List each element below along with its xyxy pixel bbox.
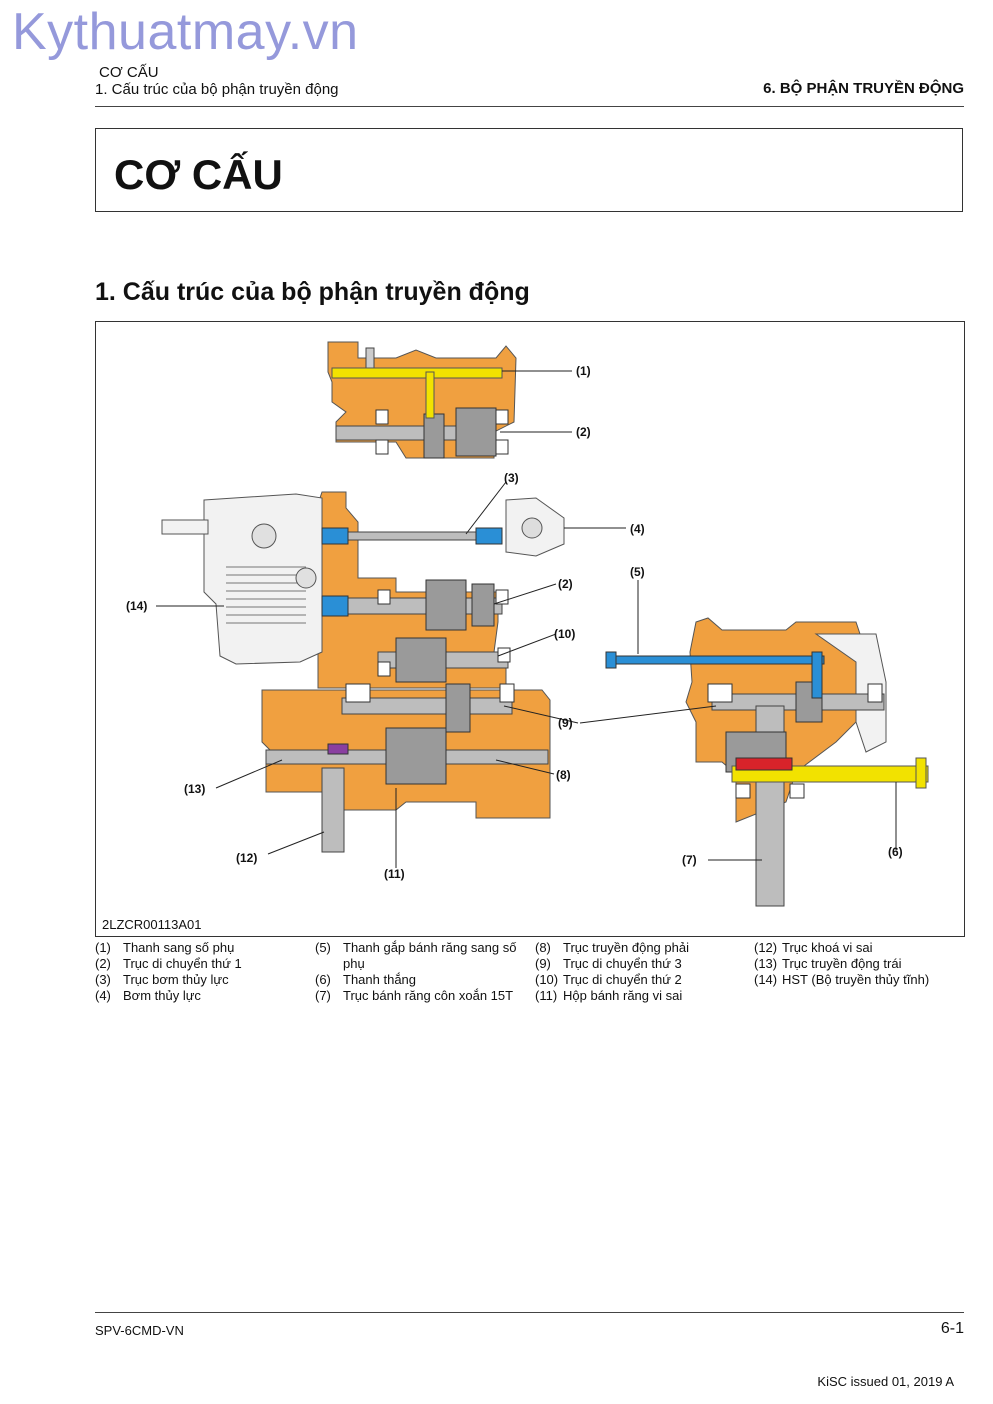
figure-code: 2LZCR00113A01 (102, 917, 202, 932)
callout-10: (10) (554, 627, 575, 641)
legend-item: (6)Thanh thắng (315, 972, 417, 987)
callout-8: (8) (556, 768, 571, 782)
page-number: 6-1 (940, 1320, 964, 1337)
callout-11: (11) (384, 867, 405, 881)
header-chapter-title: 6. BỘ PHẬN TRUYỀN ĐỘNG (763, 80, 964, 97)
callout-3: (3) (504, 471, 519, 485)
gears (385, 407, 823, 785)
legend-item: (5)Thanh gắp bánh răng sang số phụ (315, 940, 517, 971)
diff-lock-fork (327, 743, 349, 755)
callout-2-top: (2) (576, 425, 591, 439)
header-chapter: CƠ CẤU (99, 64, 159, 81)
legend-column-3: (8)Trục truyền động phải (9)Trục di chuy… (535, 940, 745, 1004)
header-section: 1. Cấu trúc của bộ phận truyền động (95, 81, 339, 98)
legend-column-2: (5)Thanh gắp bánh răng sang số phụ (6)Th… (315, 940, 527, 1004)
footer-divider (95, 1312, 964, 1313)
running-header: CƠ CẤU 1. Cấu trúc của bộ phận truyền độ… (95, 64, 339, 98)
hst-unit (161, 493, 323, 665)
legend-item: (11)Hộp bánh răng vi sai (535, 988, 683, 1003)
sub-gear-shift-fork-rod (613, 655, 825, 665)
issue-note: KiSC issued 01, 2019 A (817, 1374, 954, 1389)
legend-item: (14)HST (Bộ truyền thủy tĩnh) (754, 972, 930, 987)
sub-shift-fork (425, 371, 435, 419)
callout-1: (1) (576, 364, 591, 378)
legend-item: (2)Trục di chuyển thứ 1 (95, 956, 242, 971)
pump-coupling-left (321, 527, 349, 545)
legend-item: (1)Thanh sang số phụ (95, 940, 235, 955)
page-title: CƠ CẤU (114, 151, 283, 198)
document-code: SPV-6CMD-VN (95, 1323, 184, 1338)
callout-4: (4) (630, 522, 645, 536)
legend-column-4: (12)Trục khoá vi sai (13)Trục truyền độn… (754, 940, 965, 988)
fork-rod-end (605, 651, 617, 669)
legend-item: (3)Trục bơm thủy lực (95, 972, 229, 987)
legend-item: (9)Trục di chuyển thứ 3 (535, 956, 682, 971)
callout-7: (7) (682, 853, 697, 867)
legend-column-1: (1)Thanh sang số phụ (2)Trục di chuyển t… (95, 940, 305, 1004)
section-heading: 1. Cấu trúc của bộ phận truyền động (95, 278, 530, 306)
bearings (345, 409, 883, 799)
page-title-box: CƠ CẤU (95, 128, 963, 212)
sub-shift-rod (331, 367, 503, 379)
legend-item: (7)Trục bánh răng côn xoắn 15T (315, 988, 514, 1003)
right-housing (685, 617, 887, 823)
site-watermark: Kythuatmay.vn (12, 3, 359, 61)
pump-coupling-right (475, 527, 503, 545)
leader-lines (156, 370, 897, 868)
brake-rod-end (915, 757, 927, 789)
callout-12: (12) (236, 851, 257, 865)
callout-9: (9) (558, 716, 573, 730)
brake-seal (735, 757, 793, 771)
legend-item: (8)Trục truyền động phải (535, 940, 689, 955)
legend-item: (10)Trục di chuyển thứ 2 (535, 972, 682, 987)
hst-coupling (321, 595, 349, 617)
header-divider (95, 106, 964, 107)
callout-6: (6) (888, 845, 903, 859)
legend-item: (12)Trục khoá vi sai (754, 940, 873, 955)
transmission-diagram: (1) (2) (3) (4) (2) (5) (10) (14) (9) (8… (95, 321, 965, 937)
callout-13: (13) (184, 782, 205, 796)
transmission-cross-section-drawing: (1) (2) (3) (4) (2) (5) (10) (14) (9) (8… (126, 341, 929, 907)
callout-14: (14) (126, 599, 147, 613)
legend-item: (13)Trục truyền động trái (754, 956, 902, 971)
callout-2-mid: (2) (558, 577, 573, 591)
callout-5: (5) (630, 565, 645, 579)
fork-arm (811, 651, 823, 699)
legend-item: (4)Bơm thủy lực (95, 988, 201, 1003)
hydraulic-pump (505, 497, 565, 557)
